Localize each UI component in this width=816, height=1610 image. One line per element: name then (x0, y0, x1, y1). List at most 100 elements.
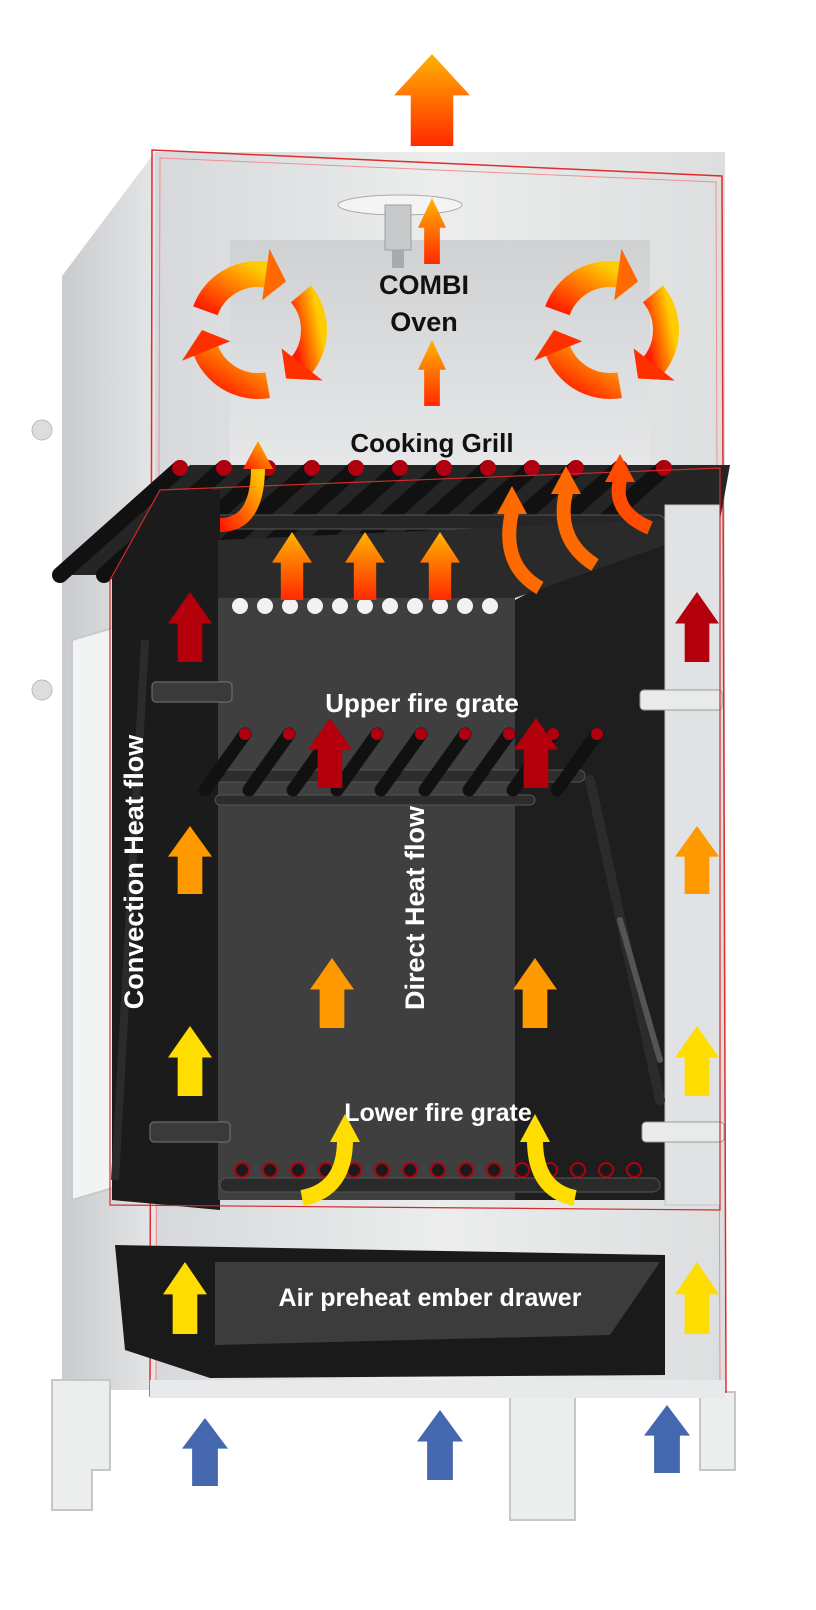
chamber-left-wall (112, 490, 220, 1210)
grill-rod-end (304, 460, 320, 476)
grill-rod-end (480, 460, 496, 476)
lower-grate-rod-end (290, 1162, 306, 1178)
air-hole (482, 598, 498, 614)
curved-flow-arrow-icon (520, 1114, 577, 1206)
oven-up-arrow-icon (418, 198, 446, 264)
lower-grate-rod-end (458, 1162, 474, 1178)
upper-grate-rod (242, 727, 296, 797)
grill-rod-end (348, 460, 364, 476)
preheat-arrow-icon (675, 1262, 719, 1334)
upper-grate-rod-end (239, 728, 251, 740)
grill-rod-end (656, 460, 672, 476)
preheat-arrow-icon (163, 1262, 207, 1334)
upper-grate-rod-end (459, 728, 471, 740)
lower-grate-rod-end (262, 1162, 278, 1178)
lower-grate-rod-end (570, 1162, 586, 1178)
convection-arrow-icon (675, 826, 719, 894)
stove-leg (51, 1379, 111, 1511)
lower-grate-rod-end (626, 1162, 642, 1178)
grill-rod (52, 460, 188, 583)
upper-grate-rod (418, 727, 472, 797)
grill-rod-end (216, 460, 232, 476)
intake-air-arrow-icon (644, 1405, 690, 1473)
upper-fire-grate-label: Upper fire grate (325, 688, 519, 718)
upper-grate-rod (330, 727, 384, 797)
air-hole (357, 598, 373, 614)
ember-drawer-label: Air preheat ember drawer (279, 1284, 582, 1312)
direct-heat-arrow-icon (310, 958, 354, 1028)
air-hole (232, 598, 248, 614)
upper-grate-rod-end (547, 728, 559, 740)
oven-up-arrow-icon (418, 340, 446, 406)
air-hole (282, 598, 298, 614)
lower-grate-rod-end (514, 1162, 530, 1178)
lower-grate-rod-end (486, 1162, 502, 1178)
air-hole (257, 598, 273, 614)
ember-drawer (115, 1245, 725, 1398)
lower-grate-rod-end (598, 1162, 614, 1178)
upper-grate-rod (550, 727, 604, 797)
direct-heat-arrow-icon (514, 718, 558, 788)
lower-grate-rod-end (374, 1162, 390, 1178)
curved-flow-arrow-icon (497, 486, 544, 595)
convection-heat-flow-label: Convection Heat flow (119, 734, 149, 1010)
grill-rod-end (568, 460, 584, 476)
air-hole (332, 598, 348, 614)
air-hole (432, 598, 448, 614)
upper-grate-rod-end (415, 728, 427, 740)
intake-air-arrow-icon (417, 1410, 463, 1480)
heat-flow-arrows (163, 54, 719, 1486)
convection-arrow-icon (675, 592, 719, 662)
lower-fire-grate-label: Lower fire grate (344, 1099, 532, 1127)
lower-grate-rod-end (402, 1162, 418, 1178)
cooking-grill-label: Cooking Grill (350, 428, 513, 458)
grill-up-arrow-icon (272, 532, 312, 600)
direct-heat-arrow-icon (308, 718, 352, 788)
convection-arrow-icon (168, 1026, 212, 1096)
upper-grate-rod (374, 727, 428, 797)
grill-up-arrow-icon (345, 532, 385, 600)
oven-back-wall (230, 240, 650, 465)
curved-flow-arrow-icon (219, 441, 273, 532)
upper-grate-rod-end (283, 728, 295, 740)
convection-arrow-icon (675, 1026, 719, 1096)
grill-up-arrow-icon (420, 532, 460, 600)
stove-leg (509, 1389, 576, 1521)
top-vent-bolt (337, 194, 463, 268)
combi-oven-label-line2: Oven (390, 307, 458, 337)
curved-flow-arrow-icon (300, 1114, 360, 1206)
stove-leg (699, 1391, 736, 1471)
upper-fire-grate (198, 727, 604, 806)
upper-grate-rod (198, 727, 252, 797)
diagram-labels: COMBI Oven Cooking Grill Upper fire grat… (119, 270, 582, 1312)
grill-rod-end (524, 460, 540, 476)
direct-heat-flow-label: Direct Heat flow (400, 805, 430, 1010)
chamber-inner-panel (218, 598, 515, 1200)
combi-oven-label-line1: COMBI (379, 270, 469, 300)
exhaust-arrow-icon (394, 54, 470, 146)
curved-flow-arrow-icon (605, 454, 653, 535)
convection-arrow-icon (168, 826, 212, 894)
right-circulation-icon (533, 248, 679, 399)
direct-heat-arrow-icon (513, 958, 557, 1028)
curved-flow-arrow-icon (551, 466, 599, 571)
upper-grate-rod (462, 727, 516, 797)
chamber-right-wall (515, 520, 665, 1200)
intake-air-arrow-icon (182, 1418, 228, 1486)
grill-rod-end (436, 460, 452, 476)
grill-rod-end (172, 460, 188, 476)
housing-bolt (31, 419, 53, 441)
housing-bolt (31, 679, 53, 701)
air-hole (407, 598, 423, 614)
lower-grate-rod-end (234, 1162, 250, 1178)
air-hole (382, 598, 398, 614)
lower-grate-rod-end (430, 1162, 446, 1178)
grill-rod-end (392, 460, 408, 476)
upper-grate-rod-end (371, 728, 383, 740)
left-circulation-icon (181, 248, 327, 399)
convection-arrow-icon (168, 592, 212, 662)
air-hole (307, 598, 323, 614)
upper-grate-rod-end (503, 728, 515, 740)
upper-grate-rod-end (591, 728, 603, 740)
